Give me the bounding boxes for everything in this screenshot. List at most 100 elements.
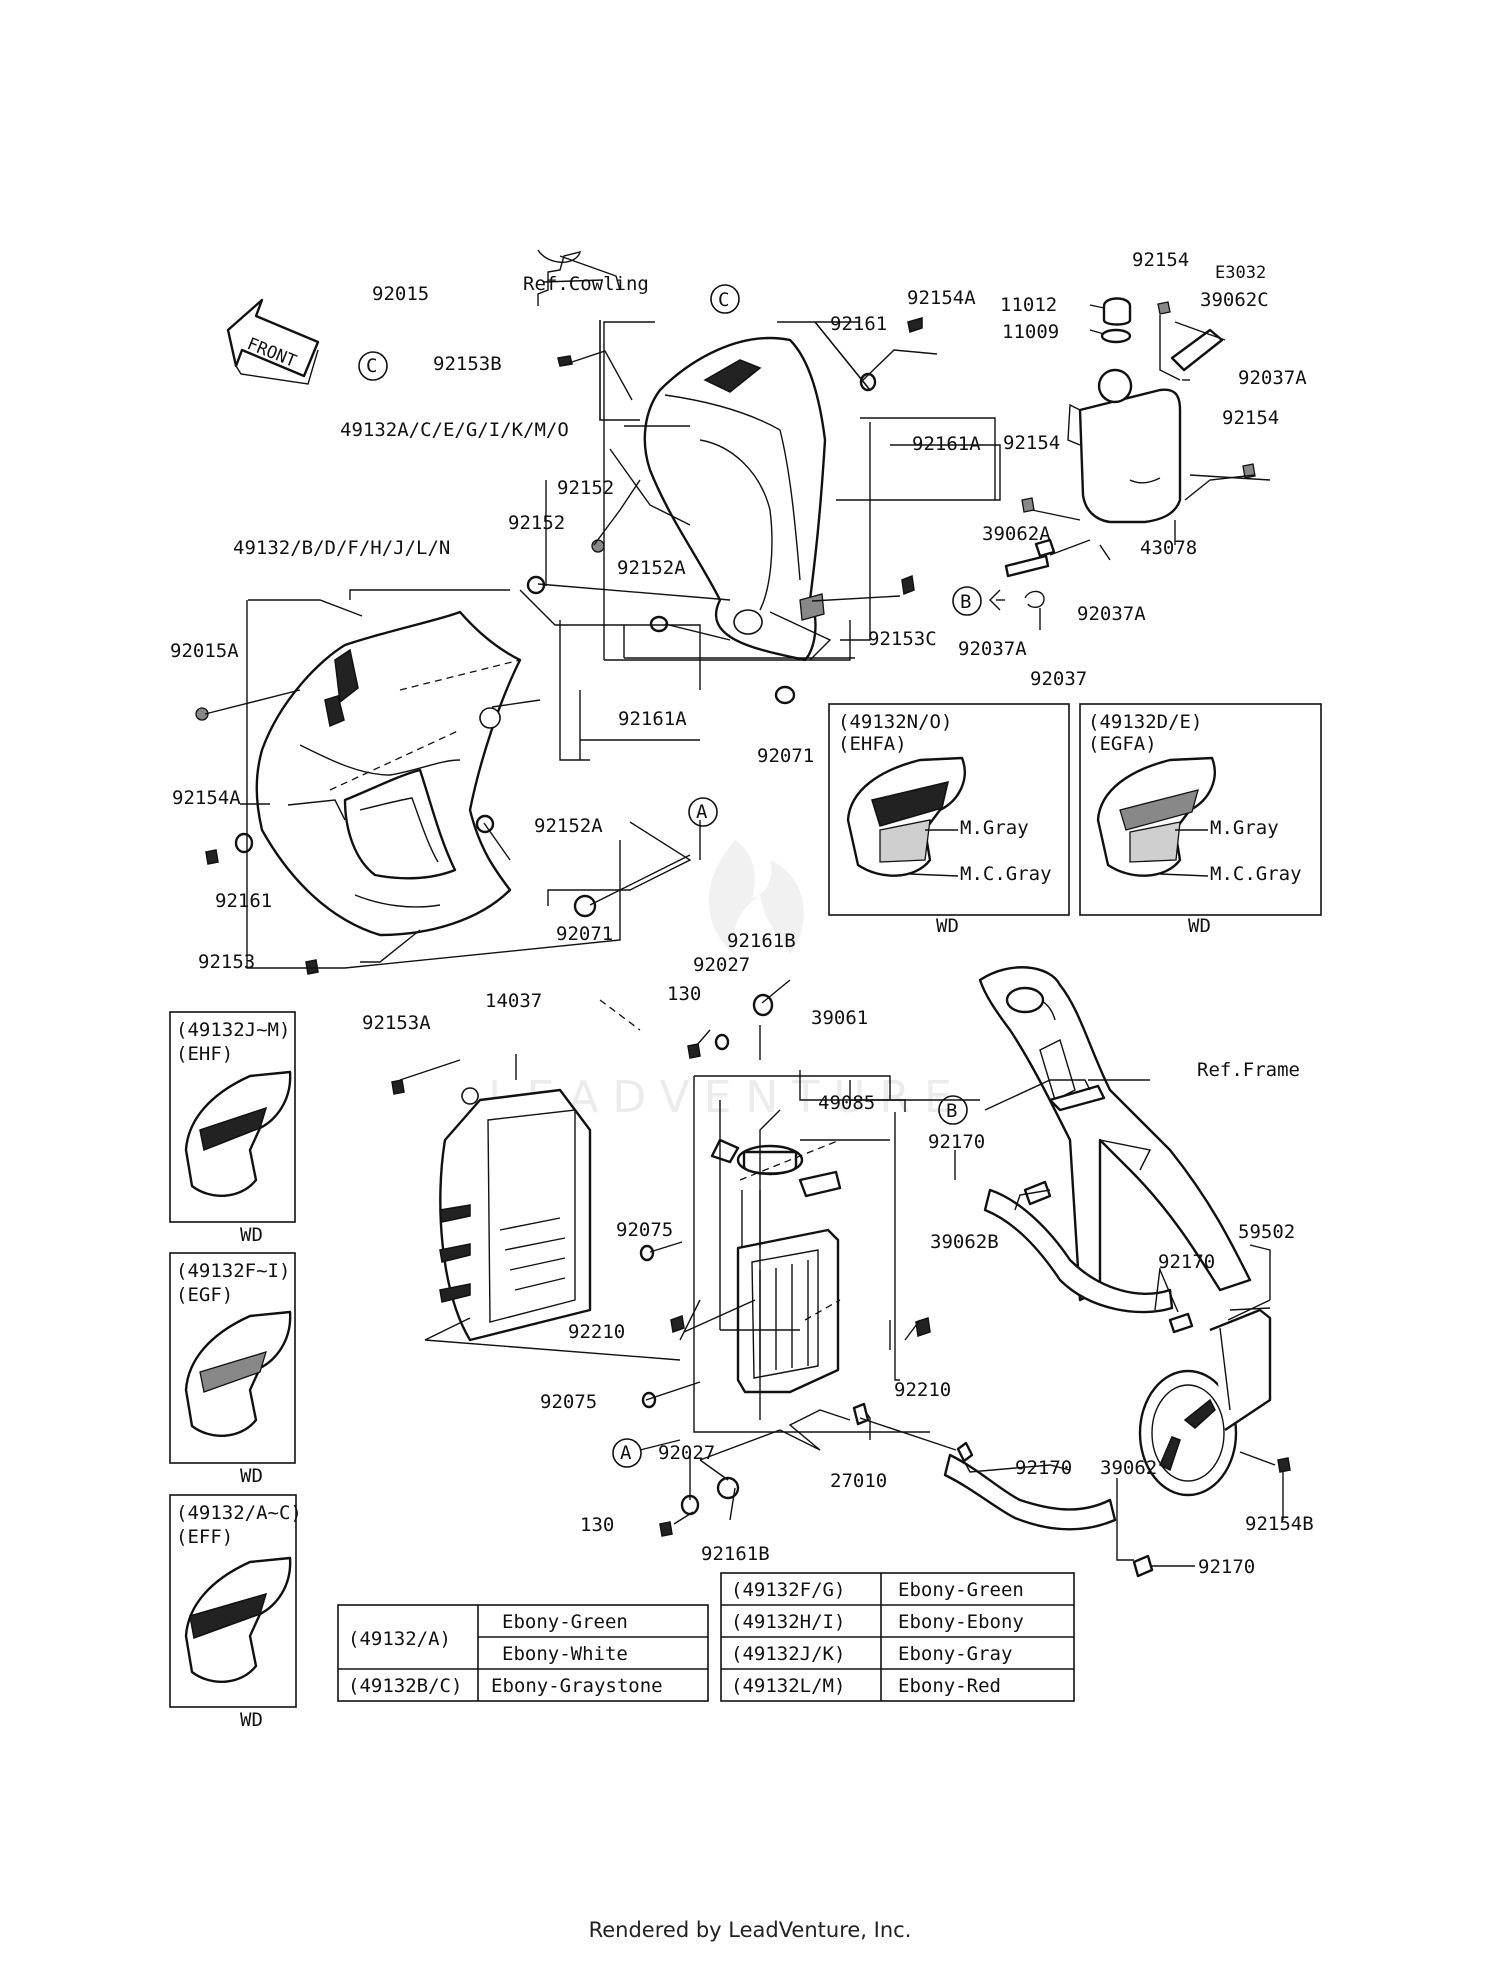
color-table-right-part-0: (49132F/G) xyxy=(731,1579,845,1601)
label-11009: 11009 xyxy=(1002,321,1059,343)
label-92075-a: 92075 xyxy=(616,1219,673,1241)
label-49085: 49085 xyxy=(818,1092,875,1114)
color-table-left-part-0: (49132/A) xyxy=(348,1628,451,1650)
variant-egfa-color-1: M.Gray xyxy=(1210,817,1279,839)
label-92152A-mid: 92152A xyxy=(534,815,603,837)
label-b-rad: B xyxy=(946,1100,957,1122)
color-table-right-color-2: Ebony-Gray xyxy=(898,1643,1012,1665)
label-92037A-b: 92037A xyxy=(1077,603,1146,625)
variant-eff-code: (49132/A~C) xyxy=(176,1502,302,1524)
watermark: LEADVENTURE xyxy=(488,840,952,1123)
label-92153C: 92153C xyxy=(868,628,937,650)
label-92161A-mid: 92161A xyxy=(618,708,687,730)
variant-egf-caption: WD xyxy=(240,1465,263,1487)
color-table-right-part-1: (49132H/I) xyxy=(731,1611,845,1633)
fan-assembly xyxy=(1138,1299,1272,1497)
radiator xyxy=(710,1138,842,1394)
label-59502: 59502 xyxy=(1238,1221,1295,1243)
label-92210-a: 92210 xyxy=(568,1321,625,1343)
label-92161B-bottom: 92161B xyxy=(701,1543,770,1565)
variant-box-egf: (49132F~I) (EGF) WD xyxy=(169,1252,296,1487)
label-39062C: 39062C xyxy=(1200,289,1269,311)
variant-egfa-caption: WD xyxy=(1188,915,1211,937)
reservoir-tank xyxy=(1067,297,1224,524)
label-39062B: 39062B xyxy=(930,1231,999,1253)
variant-box-egfa: (49132D/E) (EGFA) M.Gray M.C.Gray WD xyxy=(1079,703,1322,937)
frame xyxy=(978,966,1252,1302)
label-11012: 11012 xyxy=(1000,294,1057,316)
color-table-right-part-2: (49132J/K) xyxy=(731,1643,845,1665)
color-table-left: (49132/A) Ebony-Green Ebony-White (49132… xyxy=(337,1604,709,1702)
label-92154B: 92154B xyxy=(1245,1513,1314,1535)
label-92161-left: 92161 xyxy=(215,890,272,912)
label-92037A-a: 92037A xyxy=(1238,367,1307,389)
color-table-left-color-1: Ebony-Graystone xyxy=(491,1675,663,1697)
label-ref-cowling: Ref.Cowling xyxy=(523,273,649,295)
label-92152A-top: 92152A xyxy=(617,557,686,579)
variant-ehfa-color-2: M.C.Gray xyxy=(960,863,1052,885)
label-130-top: 130 xyxy=(667,983,701,1005)
color-table-right: (49132F/G) Ebony-Green (49132H/I) Ebony-… xyxy=(720,1572,1075,1702)
left-shroud xyxy=(255,610,522,937)
label-92027-bottom: 92027 xyxy=(658,1442,715,1464)
variant-eff-caption: WD xyxy=(240,1709,263,1731)
group-brackets xyxy=(246,321,996,1433)
variant-ehfa-color-1: M.Gray xyxy=(960,817,1029,839)
variant-egfa-model: (EGFA) xyxy=(1088,733,1157,755)
variant-egf-code: (49132F~I) xyxy=(176,1260,290,1282)
part-number-labels: 92015 Ref.Cowling 92153B C C 92154A 9216… xyxy=(170,249,1314,1578)
variant-box-ehfa: (49132N/O) (EHFA) M.Gray M.C.Gray WD xyxy=(828,703,1070,937)
color-table-left-color-0b: Ebony-White xyxy=(502,1643,628,1665)
color-table-right-color-1: Ebony-Ebony xyxy=(898,1611,1024,1633)
label-92170-c: 92170 xyxy=(1015,1457,1072,1479)
color-table-left-color-0a: Ebony-Green xyxy=(502,1611,628,1633)
label-27010: 27010 xyxy=(830,1470,887,1492)
label-92154A-top: 92154A xyxy=(907,287,976,309)
label-92071-mid: 92071 xyxy=(556,923,613,945)
label-92161-top: 92161 xyxy=(830,313,887,335)
label-92153B: 92153B xyxy=(433,353,502,375)
variant-ehf-code: (49132J~M) xyxy=(176,1019,290,1041)
label-92154-a: 92154 xyxy=(1132,249,1189,271)
label-130-bottom: 130 xyxy=(580,1514,614,1536)
letter-circles xyxy=(358,284,982,1468)
label-92037A-c: 92037A xyxy=(958,638,1027,660)
variant-ehfa-model: (EHFA) xyxy=(838,733,907,755)
front-arrow-icon: FRONT xyxy=(226,298,320,385)
label-92210-b: 92210 xyxy=(894,1379,951,1401)
variant-egf-model: (EGF) xyxy=(176,1284,233,1306)
label-92170-b: 92170 xyxy=(1158,1251,1215,1273)
label-92161B-top: 92161B xyxy=(727,930,796,952)
label-49132-left-group: 49132/B/D/F/H/J/L/N xyxy=(233,537,450,559)
label-a-bottom: A xyxy=(620,1442,632,1464)
label-92071-top: 92071 xyxy=(757,745,814,767)
label-ref-frame: Ref.Frame xyxy=(1197,1059,1300,1081)
label-b-tank: B xyxy=(960,591,971,613)
label-92154A-left: 92154A xyxy=(172,787,241,809)
label-92015: 92015 xyxy=(372,283,429,305)
label-39062: 39062 xyxy=(1100,1457,1157,1479)
variant-ehfa-caption: WD xyxy=(936,915,959,937)
variant-eff-model: (EFF) xyxy=(176,1526,233,1548)
color-table-right-color-0: Ebony-Green xyxy=(898,1579,1024,1601)
label-a-mid: A xyxy=(696,801,708,823)
variant-box-ehf: (49132J~M) (EHF) WD xyxy=(169,1011,296,1246)
variant-box-eff: (49132/A~C) (EFF) WD xyxy=(169,1494,302,1731)
label-92152-b: 92152 xyxy=(508,512,565,534)
footer-credit: Rendered by LeadVenture, Inc. xyxy=(588,1918,912,1942)
color-table-left-part-1: (49132B/C) xyxy=(348,1675,462,1697)
label-43078: 43078 xyxy=(1140,537,1197,559)
label-c-top: C xyxy=(718,289,729,311)
label-14037: 14037 xyxy=(485,990,542,1012)
label-92170-d: 92170 xyxy=(1198,1556,1255,1578)
label-92015A: 92015A xyxy=(170,640,239,662)
label-39062A: 39062A xyxy=(982,523,1051,545)
label-92154-c: 92154 xyxy=(1222,407,1279,429)
color-table-right-part-3: (49132L/M) xyxy=(731,1675,845,1697)
label-e3032: E3032 xyxy=(1215,263,1266,283)
right-shroud xyxy=(643,336,832,662)
variant-ehf-caption: WD xyxy=(240,1224,263,1246)
variant-egfa-code: (49132D/E) xyxy=(1088,711,1202,733)
label-92153A: 92153A xyxy=(362,1012,431,1034)
